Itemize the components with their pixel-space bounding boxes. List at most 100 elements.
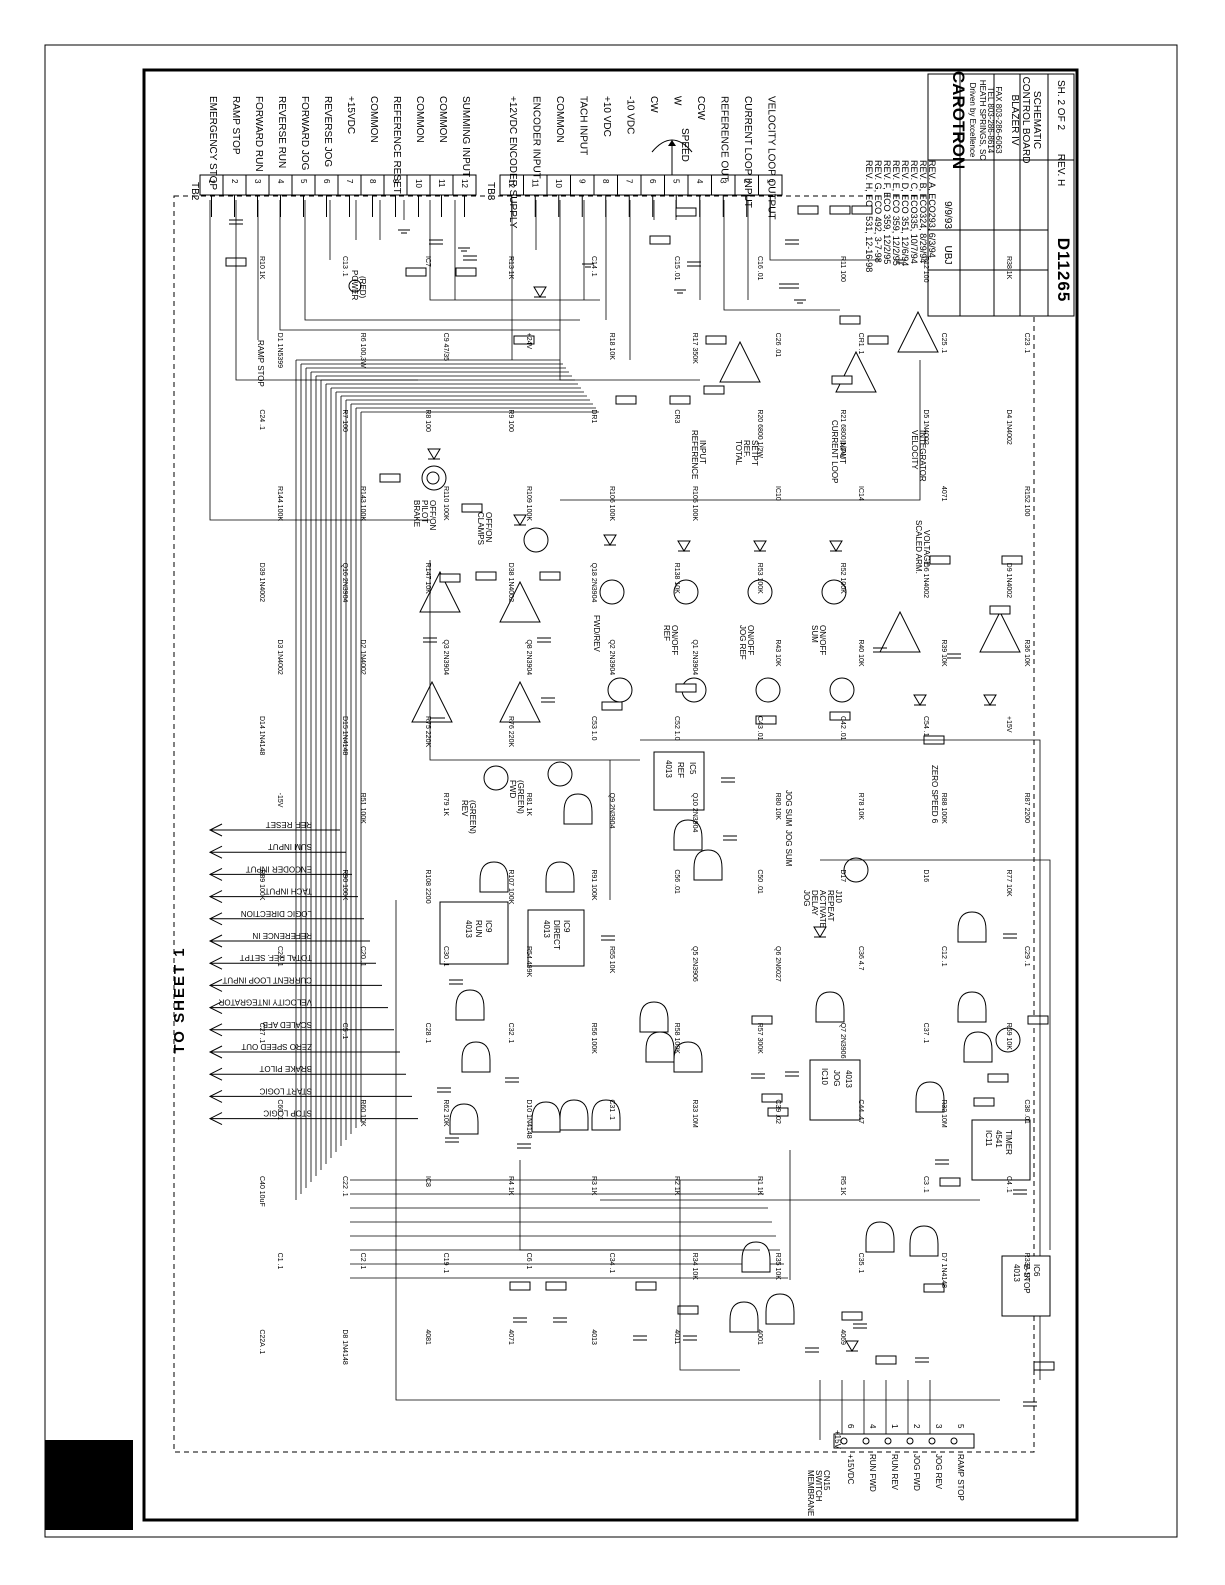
- signal-bus-lines: [295, 359, 931, 1440]
- component-designator: R54 499K: [525, 946, 532, 977]
- diode-symbol: [913, 694, 927, 706]
- component-designator: R88 100K: [940, 793, 947, 824]
- membrane-pin-label: JOG FWD: [912, 1454, 921, 1491]
- brand-name: CAROTRON: [949, 71, 968, 169]
- resistor-symbol: [797, 205, 819, 215]
- component-designator: D8 1N4148: [341, 1329, 348, 1365]
- ic-blocks: 4013 RUN IC9 4013 DIRECT IC9 4013 REF IC…: [439, 751, 1051, 1317]
- component-designator: C12 .1: [940, 946, 947, 967]
- component-designator: C42 .01: [839, 716, 846, 741]
- op-amp-symbol: [499, 580, 541, 623]
- component-designator: D38 1N4002: [507, 563, 514, 602]
- component-designator: R75 220K: [424, 716, 431, 747]
- component-designator: R55 10K: [608, 946, 615, 974]
- tb2-terminal-label: COMMON: [414, 96, 425, 143]
- resistor-symbol: [675, 683, 697, 693]
- diode-symbol: [845, 1340, 859, 1352]
- logic-gate-symbol: [815, 991, 845, 1023]
- ic10-jog-flipflop: [809, 1059, 861, 1121]
- membrane-pin-number: 6: [846, 1424, 855, 1429]
- inner-border: [142, 68, 1079, 1522]
- wire: [640, 739, 1041, 1380]
- resistor-symbol: [767, 1107, 789, 1117]
- signal-label: TOTAL REF. SETPT: [240, 953, 312, 962]
- component-designator: C34 .1: [608, 1253, 615, 1274]
- transistor-symbol: [747, 579, 773, 605]
- tb2-terminal-label: EMERGENCY STOP: [207, 96, 218, 190]
- jog-ref-led-state: ON/OFF: [746, 625, 755, 655]
- component-designator: IC10: [774, 486, 781, 501]
- wire: [679, 1180, 740, 1371]
- component-designator: C28 .1: [424, 1023, 431, 1044]
- tb2-terminal-number: 12: [460, 179, 469, 188]
- component-designator: R110 100K: [442, 486, 449, 521]
- title-line-2: SCHEMATIC: [1031, 91, 1042, 149]
- component-designator: IC14: [857, 486, 864, 501]
- diode-symbol: [677, 540, 691, 552]
- component-designator: 4071: [507, 1329, 514, 1345]
- component-designator: D15 1N4148: [341, 716, 348, 755]
- resistor-symbol: [545, 1281, 567, 1291]
- component-designator: R108 2200: [424, 869, 431, 903]
- component-designator: R43 10K: [774, 639, 781, 667]
- tb3-terminal-label: CW: [648, 96, 659, 113]
- tb2-terminal-label: REVERSE JOG: [322, 96, 333, 167]
- membrane-pin-icon: [884, 1437, 892, 1445]
- component-designator: C22 .1: [341, 1176, 348, 1197]
- component-designator: R4 1K: [507, 1176, 514, 1196]
- drawing-number: D11265: [1054, 238, 1073, 303]
- total-ref-label-2: REF.: [742, 440, 751, 457]
- signal-label: CURRENT LOOP INPUT: [222, 975, 312, 984]
- ground-icon: [794, 299, 806, 304]
- diode-symbol: [427, 448, 441, 460]
- resistor-symbol: [923, 1283, 945, 1293]
- resistor-symbol: [675, 207, 697, 217]
- component-designator: C9 47/35: [442, 333, 449, 362]
- signal-label: ENCODER INPUT: [246, 864, 312, 873]
- component-designator: D1 1N5399: [276, 333, 283, 369]
- component-designator: C50 .01: [756, 869, 763, 894]
- op-amp-symbol: [979, 610, 1021, 653]
- resistor-symbol: [839, 315, 861, 325]
- resistor-symbol: [973, 1097, 995, 1107]
- product-name: BLAZER IV: [1009, 94, 1020, 145]
- tb2-terminal-label: FORWARD RUN: [253, 96, 264, 172]
- component-designator: R51 100K: [359, 793, 366, 824]
- component-designator: D17: [839, 869, 846, 882]
- component-designator: R152 100: [1023, 486, 1030, 516]
- tb3-terminal-number: 11: [531, 179, 540, 188]
- wire: [559, 200, 700, 381]
- component-designator: R18 10K: [608, 333, 615, 361]
- component-designator: R36 10K: [1023, 639, 1030, 667]
- component-designator: R79 1K: [442, 793, 449, 817]
- component-designator: 4011: [673, 1329, 680, 1344]
- component-designator: C24 .1: [258, 409, 265, 430]
- jog-delay-label-5: J10: [834, 890, 843, 903]
- component-designator: C29 .1: [1023, 946, 1030, 967]
- component-designator: R1 1K: [756, 1176, 763, 1196]
- membrane-pin-icon: [928, 1437, 936, 1445]
- transistor-symbol: [673, 579, 699, 605]
- tb2-terminal-label: SUMMING INPUT: [460, 96, 471, 177]
- tb2-terminal-label: COMMON: [368, 96, 379, 143]
- revision-history: REV. H, ECO 531, 12-16-98 REV. G, ECO 49…: [864, 160, 937, 272]
- component-designator: C26 .01: [774, 333, 781, 358]
- tb3-terminal-label: CCW: [695, 96, 706, 120]
- revision-entry: REV. B, ECO324, 8/29/94: [918, 160, 928, 263]
- sum-led-state: ON/OFF: [818, 625, 827, 655]
- ic9-run-label-3: IC9: [484, 920, 493, 933]
- component-designator: 4071: [940, 486, 947, 502]
- component-designator: C27 .1: [258, 1023, 265, 1044]
- tb3-terminal-number: 10: [554, 179, 563, 188]
- membrane-pin-number: 3: [934, 1424, 943, 1429]
- component-designator: R109 100K: [525, 486, 532, 521]
- diode-symbol: [983, 694, 997, 706]
- component-designator: R20 6800 1/2W: [756, 409, 763, 458]
- jog-ref-led-label: JOG REF: [738, 625, 747, 660]
- component-designator: R107 100K: [507, 869, 514, 904]
- component-designator: D5 1N4002: [922, 409, 929, 445]
- component-designator: D6 1N4002: [922, 563, 929, 599]
- component-designator: R59 10K: [1005, 1023, 1012, 1051]
